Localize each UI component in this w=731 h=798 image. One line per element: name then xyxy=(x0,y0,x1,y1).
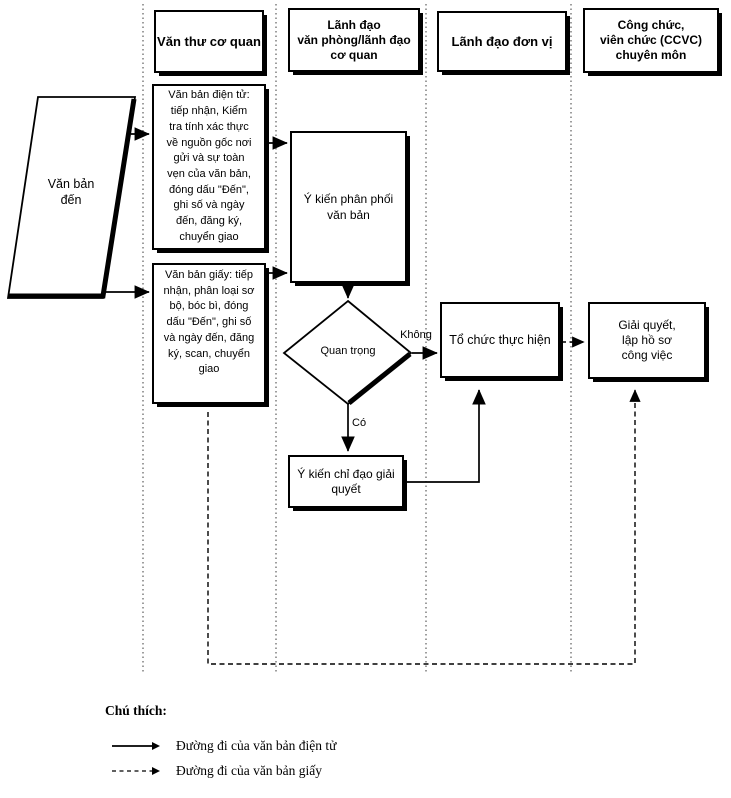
decision-label: Quan trọng xyxy=(320,345,376,357)
arrow-paper-feedback-to-resolve-dashed xyxy=(207,389,641,665)
legend-item-paper: Đường đi của văn bản giấy xyxy=(110,763,322,779)
edge-label-no: Không xyxy=(400,329,432,341)
legend-dashed-arrow-icon xyxy=(112,767,160,775)
legend-item-label: Đường đi của văn bản giấy xyxy=(176,763,323,778)
node-distribution-opinion: Ý kiến phân phối văn bản xyxy=(290,131,407,283)
legend-item-electronic: Đường đi của văn bản điện tử xyxy=(110,738,336,754)
node-electronic-document: Văn bản điện tử: tiếp nhận, Kiểm tra tín… xyxy=(152,84,266,250)
node-direction-opinion: Ý kiến chỉ đạo giải quyết xyxy=(288,455,404,508)
node-organize-execution: Tổ chức thực hiện xyxy=(440,302,560,378)
lane-header-lanh-dao-don-vi: Lãnh đạo đơn vị xyxy=(437,11,567,72)
edge-label-yes: Có xyxy=(352,417,367,429)
lane-header-van-thu: Văn thư cơ quan xyxy=(154,10,264,73)
node-incoming-document-label: Văn bản đến xyxy=(47,177,95,207)
arrow-direct-to-organize xyxy=(404,389,486,483)
lane-header-ccvc: Công chức, viên chức (CCVC) chuyên môn xyxy=(583,8,719,73)
node-paper-document: Văn bản giấy: tiếp nhận, phân loại sơ bộ… xyxy=(152,263,266,404)
legend-item-label: Đường đi của văn bản điện tử xyxy=(176,738,337,753)
legend-solid-arrow-icon xyxy=(112,742,160,750)
decision-diamond-shadow xyxy=(347,352,412,405)
lane-header-lanh-dao-van-phong: Lãnh đạo văn phòng/lãnh đạo cơ quan xyxy=(288,8,420,72)
legend-title: Chú thích: xyxy=(105,703,167,718)
node-resolve-file: Giải quyết, lập hồ sơ công việc xyxy=(588,302,706,379)
incoming-parallelogram-shadow xyxy=(9,98,137,299)
